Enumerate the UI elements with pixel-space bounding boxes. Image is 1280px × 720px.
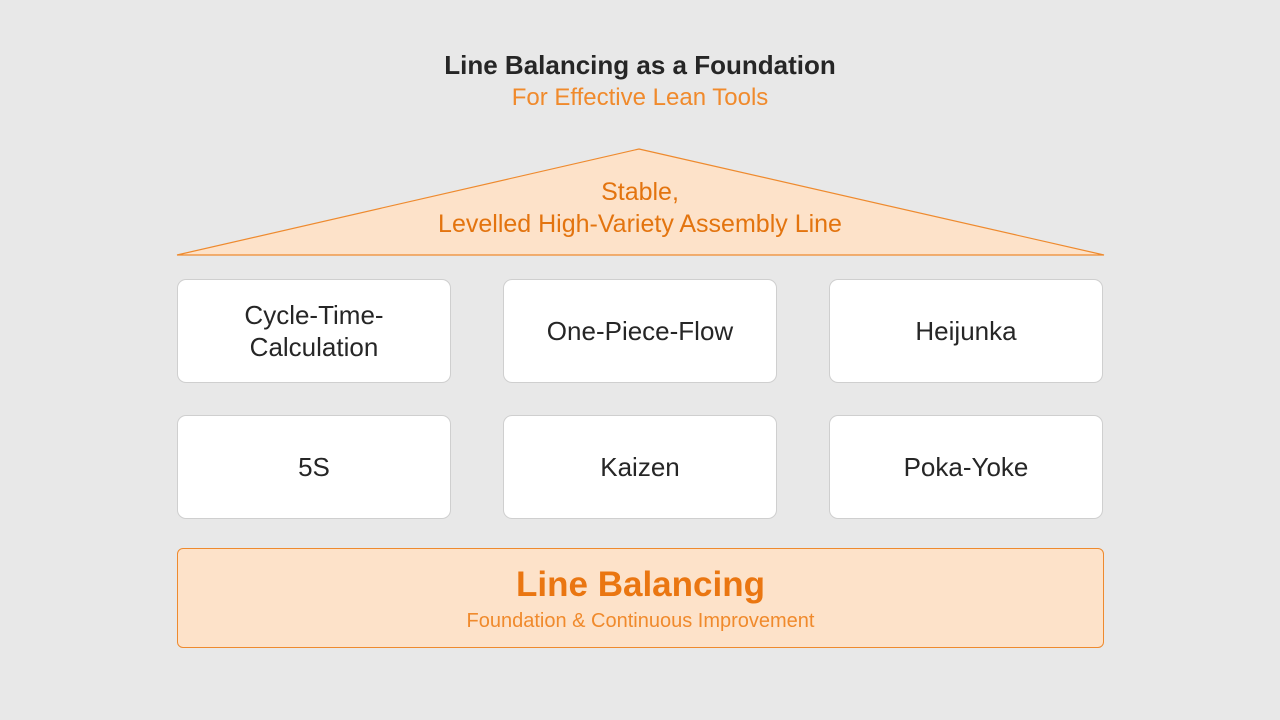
roof-label: Stable, Levelled High-Variety Assembly L… xyxy=(330,176,950,240)
pillar-label: One-Piece-Flow xyxy=(546,316,734,346)
pillar-heijunka: Heijunka xyxy=(829,279,1103,383)
roof-label-line-2: Levelled High-Variety Assembly Line xyxy=(438,210,842,238)
roof-triangle xyxy=(176,148,1105,256)
pillar-label: Poka-Yoke xyxy=(903,452,1029,482)
pillar-label: 5S xyxy=(298,452,330,482)
pillar-label: Cycle-Time- Calculation xyxy=(244,300,384,362)
diagram-subtitle: For Effective Lean Tools xyxy=(511,84,769,111)
pillar-cycle-time-calculation: Cycle-Time- Calculation xyxy=(177,279,451,383)
foundation-subtitle: Foundation & Continuous Improvement xyxy=(466,610,815,632)
pillar-poka-yoke: Poka-Yoke xyxy=(829,415,1103,519)
diagram-title: Line Balancing as a Foundation xyxy=(444,50,836,80)
pillar-label: Kaizen xyxy=(600,452,680,482)
pillar-one-piece-flow: One-Piece-Flow xyxy=(503,279,777,383)
foundation-title: Line Balancing xyxy=(516,565,765,604)
foundation-box: Line Balancing Foundation & Continuous I… xyxy=(177,548,1104,648)
roof-label-line-1: Stable, xyxy=(601,178,679,206)
pillar-kaizen: Kaizen xyxy=(503,415,777,519)
pillar-label: Heijunka xyxy=(915,316,1017,346)
pillar-5s: 5S xyxy=(177,415,451,519)
